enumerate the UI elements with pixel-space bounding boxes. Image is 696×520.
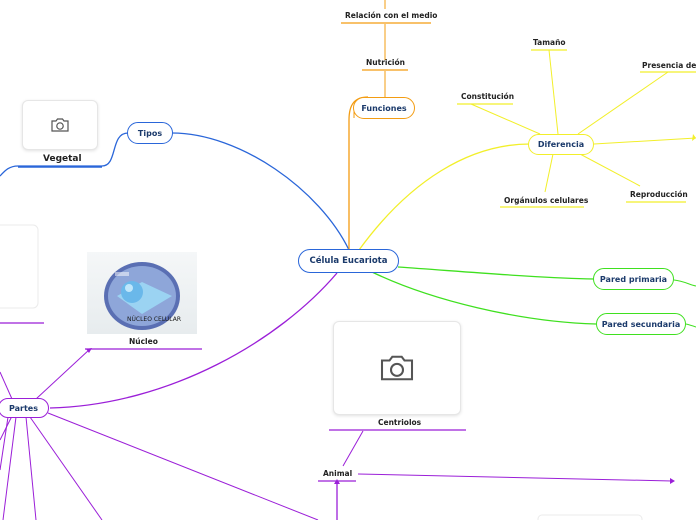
label-nucleo[interactable]: Núcleo (129, 337, 158, 346)
connector-funciones (348, 96, 369, 250)
nucleo-image-caption: NÚCLEO CELULAR (127, 316, 182, 323)
label-presencia[interactable]: Presencia de n (642, 61, 696, 70)
label-constitucion[interactable]: Constitución (461, 92, 515, 101)
nucleo-image: NÚCLEO CELULAR (87, 252, 197, 334)
root-node[interactable]: Célula Eucariota (298, 249, 399, 273)
connector-pared-primaria (397, 266, 595, 280)
connector-pared-secundaria (371, 271, 597, 325)
label-centriolos[interactable]: Centriolos (378, 418, 422, 427)
centriolos-image-placeholder (333, 321, 461, 415)
label-tamano[interactable]: Tamaño (533, 38, 566, 47)
node-diferencia[interactable]: Diferencia (528, 134, 594, 155)
node-funciones[interactable]: Funciones (353, 97, 415, 119)
cell-nucleus-illustration (104, 262, 180, 330)
node-pared-primaria[interactable]: Pared primaria (593, 268, 674, 290)
connector-partes (49, 272, 338, 409)
connector-vegetal (0, 132, 129, 177)
label-relacion-con-el-medio[interactable]: Relación con el medio (345, 11, 438, 20)
label-organulos-celulares[interactable]: Orgánulos celulares (504, 196, 589, 205)
node-pared-secundaria[interactable]: Pared secundaria (596, 313, 686, 335)
label-nutricion[interactable]: Nutrición (366, 58, 405, 67)
label-animal[interactable]: Animal (323, 469, 353, 478)
connector-diferencia (358, 143, 531, 251)
label-reproduccion[interactable]: Reproducción (630, 190, 688, 199)
label-vegetal[interactable]: Vegetal (43, 154, 82, 164)
node-tipos[interactable]: Tipos (127, 122, 173, 144)
node-partes[interactable]: Partes (0, 398, 49, 418)
camera-icon (380, 355, 414, 381)
vegetal-image-placeholder (22, 100, 98, 150)
camera-icon (51, 118, 69, 132)
connector-tipos (171, 132, 350, 251)
